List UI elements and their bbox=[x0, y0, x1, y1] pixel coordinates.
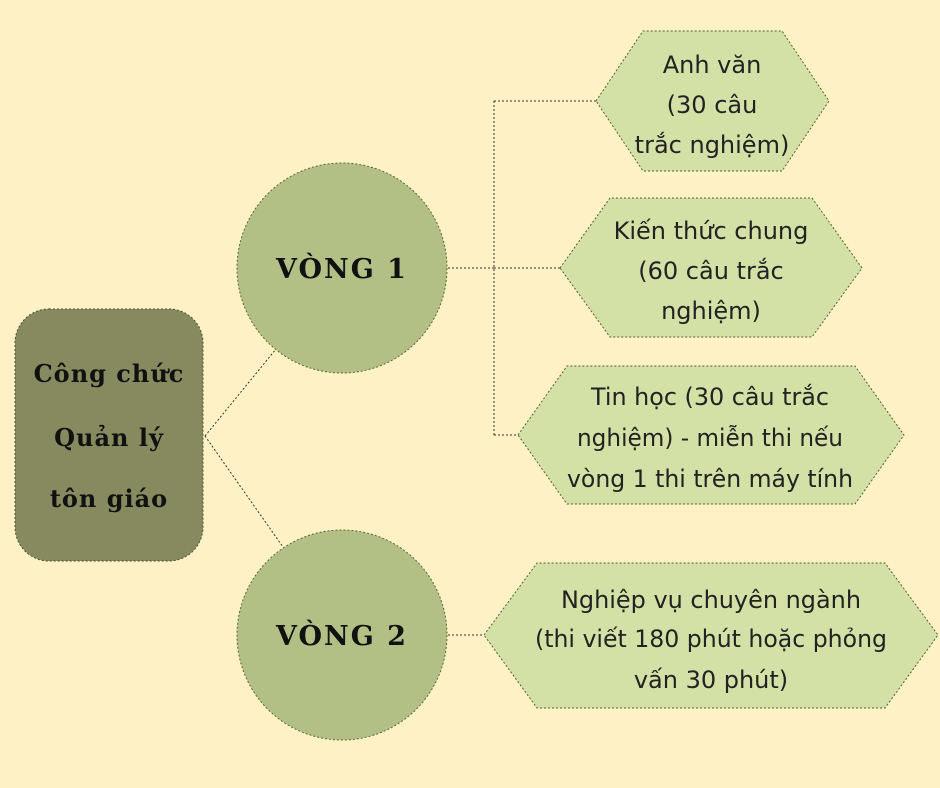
round-1-node: VÒNG 1 bbox=[236, 162, 448, 374]
round-2-label: VÒNG 2 bbox=[275, 618, 408, 652]
subject-informatics-line-2: nghiệm) - miễn thi nếu bbox=[577, 423, 843, 452]
root-label-line-1: Công chức bbox=[34, 359, 185, 388]
subject-informatics-line-1: Tin học (30 câu trắc bbox=[590, 382, 829, 411]
root-label-line-3: tôn giáo bbox=[50, 484, 168, 513]
connectors bbox=[204, 100, 596, 636]
subject-professional-hexagon bbox=[483, 562, 939, 709]
round-2-node: VÒNG 2 bbox=[236, 529, 448, 741]
subject-english-line-3: trắc nghiệm) bbox=[635, 130, 790, 159]
root-node-box bbox=[14, 308, 204, 562]
subject-professional-line-1: Nghiệp vụ chuyên ngành bbox=[561, 586, 861, 614]
subject-general-hexagon bbox=[559, 197, 863, 338]
round-2-circle bbox=[236, 529, 448, 741]
subject-informatics-line-3: vòng 1 thi trên máy tính bbox=[567, 465, 853, 493]
round-1-subject-english: Anh văn (30 câu trắc nghiệm) bbox=[595, 30, 830, 172]
connector-root-round2 bbox=[204, 435, 284, 548]
round-1-subject-informatics: Tin học (30 câu trắc nghiệm) - miễn thi … bbox=[517, 365, 905, 505]
subject-general-line-2: (60 câu trắc bbox=[638, 256, 783, 285]
subject-professional-line-2: (thi viết 180 phút hoặc phỏng bbox=[535, 625, 887, 653]
subject-general-line-1: Kiến thức chung bbox=[614, 217, 809, 245]
round-1-label: VÒNG 1 bbox=[275, 251, 408, 285]
subject-english-line-2: (30 câu bbox=[667, 91, 758, 119]
subject-informatics-hexagon bbox=[517, 365, 905, 505]
round-2-subject-professional: Nghiệp vụ chuyên ngành (thi viết 180 phú… bbox=[483, 562, 939, 709]
round-1-subject-general-knowledge: Kiến thức chung (60 câu trắc nghiệm) bbox=[559, 197, 863, 338]
subject-professional-line-3: vấn 30 phút) bbox=[634, 666, 788, 694]
root-label-line-2: Quản lý bbox=[54, 423, 164, 452]
subject-english-hexagon bbox=[595, 30, 830, 172]
subject-english-line-1: Anh văn bbox=[663, 51, 762, 79]
subject-general-line-3: nghiệm) bbox=[661, 297, 761, 325]
root-node: Công chức Quản lý tôn giáo bbox=[14, 308, 204, 562]
round-1-circle bbox=[236, 162, 448, 374]
connector-root-round1 bbox=[204, 348, 277, 437]
